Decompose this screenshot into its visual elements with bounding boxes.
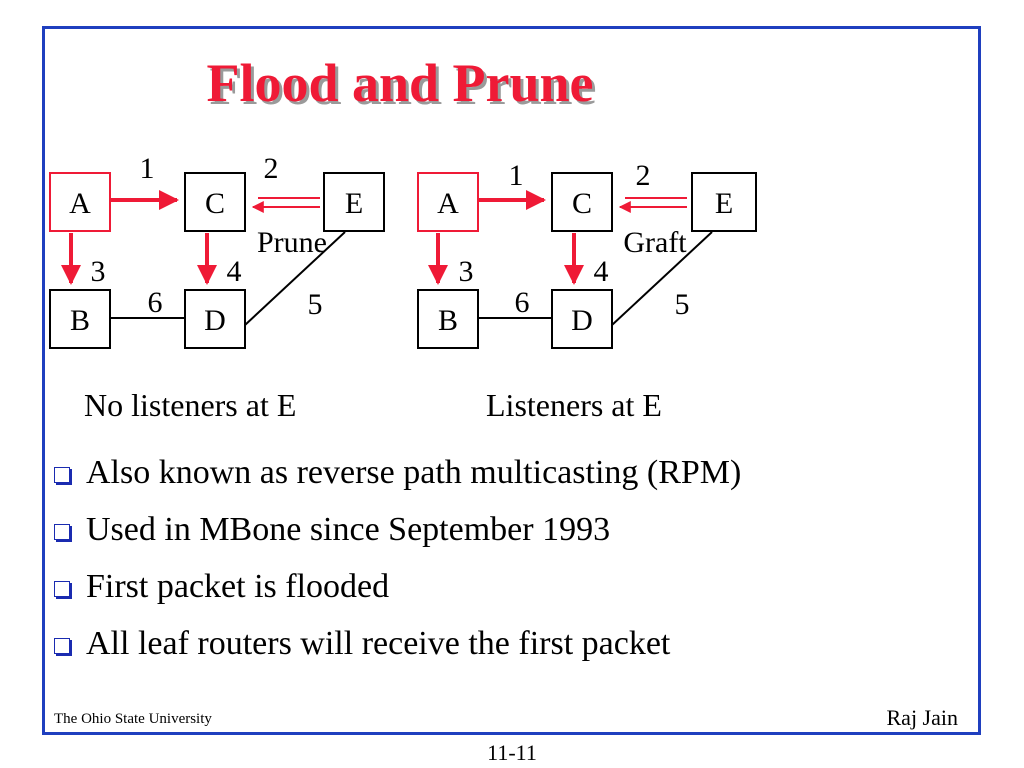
- slide-title: Flood and Prune: [206, 53, 594, 113]
- step-label-1: 1: [140, 152, 155, 185]
- page-number: 11-11: [487, 740, 537, 765]
- node-d: [184, 289, 246, 349]
- node-d: [551, 289, 613, 349]
- node-c: [551, 172, 613, 232]
- step-label-3: 3: [91, 255, 106, 288]
- slide-frame: [42, 26, 981, 735]
- bullet-text: All leaf routers will receive the first …: [86, 624, 671, 662]
- step-label-6: 6: [515, 286, 530, 319]
- node-d-label: D: [571, 304, 593, 337]
- node-e-label: E: [715, 187, 733, 220]
- node-e: [691, 172, 757, 232]
- step-label-4: 4: [594, 255, 609, 288]
- footer-author: Raj Jain: [886, 705, 959, 730]
- step-label-5: 5: [308, 288, 323, 321]
- step-label-2: 2: [636, 159, 651, 192]
- step-label-3: 3: [459, 255, 474, 288]
- bullet-text: First packet is flooded: [86, 567, 390, 605]
- step-label-4: 4: [227, 255, 242, 288]
- node-b-label: B: [70, 304, 90, 337]
- node-a-label: A: [437, 187, 459, 220]
- diagram-left: A C E B D 1 2 3 4 5 6 Prune: [49, 152, 385, 349]
- node-c: [184, 172, 246, 232]
- prune-label: Prune: [257, 226, 327, 259]
- caption-right: Listeners at E: [486, 387, 662, 423]
- diagram-right: A C E B D 1 2 3 4 5 6 Graft: [417, 159, 757, 349]
- step-label-5: 5: [675, 288, 690, 321]
- node-b-label: B: [438, 304, 458, 337]
- node-c-label: C: [572, 187, 592, 220]
- node-d-label: D: [204, 304, 226, 337]
- graft-label: Graft: [623, 226, 687, 259]
- square-bullet-icon: [54, 580, 70, 597]
- node-a: [49, 172, 111, 232]
- node-e-label: E: [345, 187, 363, 220]
- footer-institution: The Ohio State University: [54, 711, 212, 727]
- step-label-2: 2: [264, 152, 279, 185]
- bullet-item: First packet is flooded: [54, 558, 741, 615]
- bullet-item: All leaf routers will receive the first …: [54, 615, 741, 672]
- step-label-6: 6: [148, 286, 163, 319]
- square-bullet-icon: [54, 466, 70, 483]
- caption-left: No listeners at E: [84, 387, 297, 423]
- node-a-label: A: [69, 187, 91, 220]
- bullet-list: Also known as reverse path multicasting …: [54, 444, 741, 672]
- node-e: [323, 172, 385, 232]
- step-label-1: 1: [509, 159, 524, 192]
- bullet-text: Used in MBone since September 1993: [86, 510, 611, 548]
- node-b: [417, 289, 479, 349]
- square-bullet-icon: [54, 523, 70, 540]
- node-c-label: C: [205, 187, 225, 220]
- square-bullet-icon: [54, 637, 70, 654]
- node-a: [417, 172, 479, 232]
- bullet-item: Used in MBone since September 1993: [54, 501, 741, 558]
- bullet-item: Also known as reverse path multicasting …: [54, 444, 741, 501]
- bullet-text: Also known as reverse path multicasting …: [86, 453, 742, 491]
- node-b: [49, 289, 111, 349]
